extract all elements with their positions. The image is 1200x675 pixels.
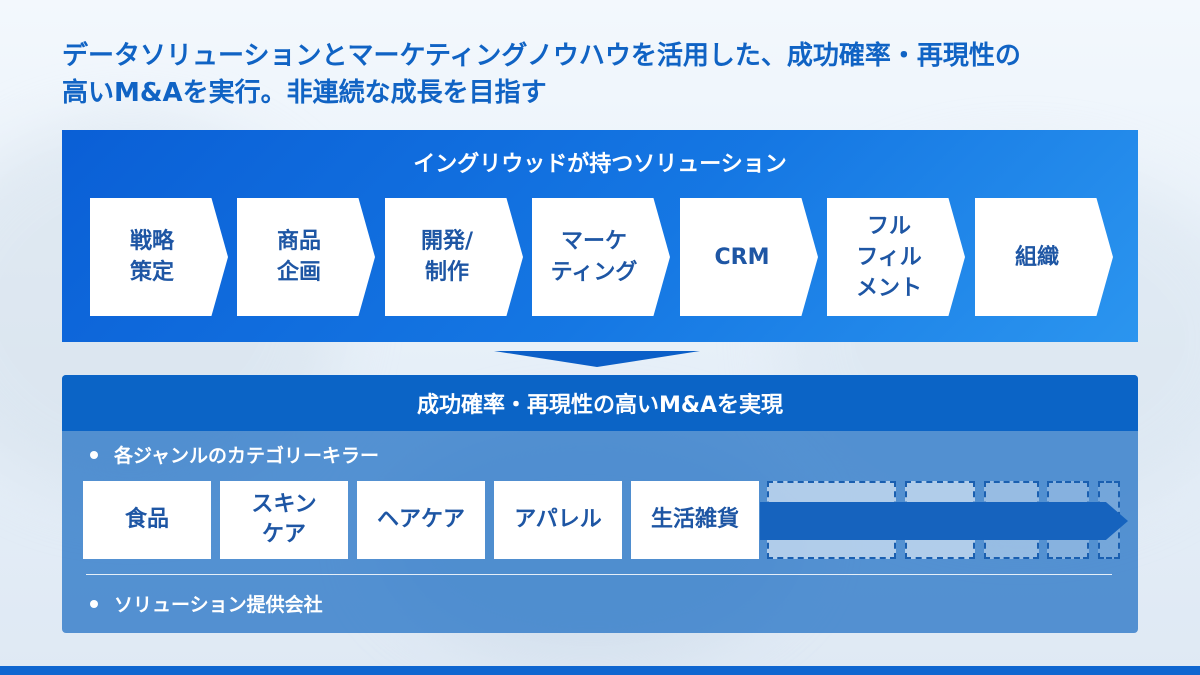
step-marketing: マーケ ティング: [532, 198, 670, 316]
step-organization: 組織: [975, 198, 1113, 316]
bullet-category-killer-text: 各ジャンルのカテゴリーキラー: [114, 445, 380, 467]
growth-arrow-icon: [760, 502, 1128, 540]
step-crm: CRM: [680, 198, 818, 316]
bullet-solution-companies: ソリューション提供会社: [90, 590, 323, 617]
category-skincare: スキン ケア: [220, 481, 348, 559]
headline: データソリューションとマーケティングノウハウを活用した、成功確率・再現性の 高い…: [62, 41, 1021, 108]
bullet-category-killer: 各ジャンルのカテゴリーキラー: [90, 441, 379, 468]
category-household-goods: 生活雑貨: [631, 481, 759, 559]
step-strategy: 戦略 策定: [90, 198, 228, 316]
step-development: 開発/ 制作: [385, 198, 523, 316]
solutions-title: イングリウッドが持つソリューション: [413, 152, 787, 177]
step-fulfillment: フル フィル メント: [827, 198, 965, 316]
bullet-solution-companies-text: ソリューション提供会社: [114, 594, 323, 616]
bullet-dot-icon: [90, 599, 98, 608]
ma-panel-title: 成功確率・再現性の高いM&Aを実現: [62, 375, 1138, 431]
down-arrow-icon: [494, 351, 700, 367]
footer-bar: [0, 666, 1200, 675]
category-haircare: ヘアケア: [357, 481, 485, 559]
divider: [86, 574, 1112, 575]
category-apparel: アパレル: [494, 481, 622, 559]
step-product-planning: 商品 企画: [237, 198, 375, 316]
category-food: 食品: [83, 481, 211, 559]
bullet-dot-icon: [90, 450, 98, 459]
